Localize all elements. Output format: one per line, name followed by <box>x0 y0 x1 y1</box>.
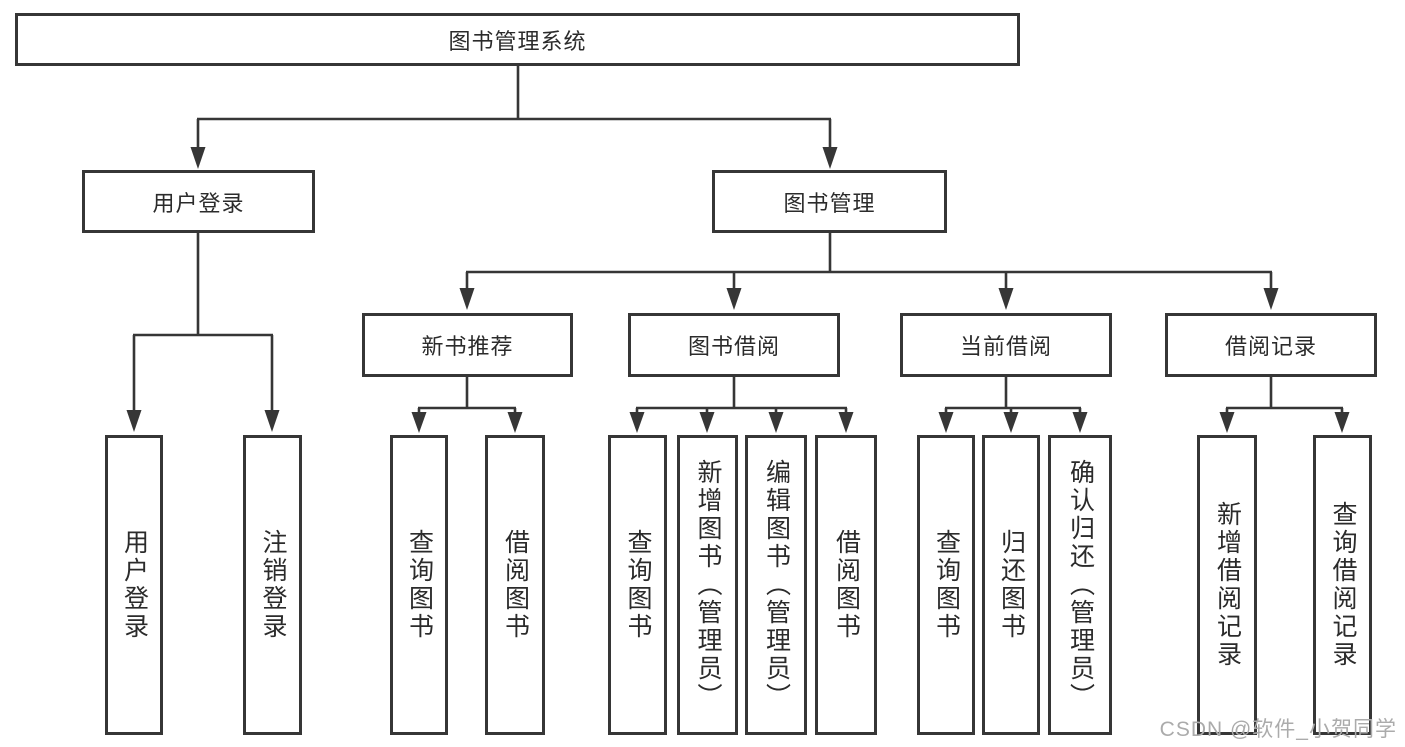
leaf-add-borrow-record: 新增借阅记录 <box>1197 435 1257 735</box>
node-label: 图书管理 <box>783 190 876 216</box>
node-current-borrow: 当前借阅 <box>900 313 1112 377</box>
leaf-label: 查询图书 <box>932 529 961 641</box>
node-user-login-branch: 用户登录 <box>82 170 315 233</box>
leaf-query-borrow-record: 查询借阅记录 <box>1313 435 1372 735</box>
leaf-label: 查询图书 <box>405 529 434 641</box>
leaf-borrow-books: 借阅图书 <box>815 435 877 735</box>
leaf-label: 新增图书（管理员） <box>694 459 722 711</box>
node-label: 图书管理系统 <box>448 28 587 54</box>
node-label: 借阅记录 <box>1224 334 1317 359</box>
node-book-borrow: 图书借阅 <box>628 313 840 377</box>
leaf-query-books-recommend: 查询图书 <box>390 435 448 735</box>
leaf-label: 查询借阅记录 <box>1329 501 1357 669</box>
leaf-edit-book-admin: 编辑图书（管理员） <box>745 435 807 735</box>
node-label: 图书借阅 <box>687 334 780 359</box>
watermark-text: CSDN @软件_小贺同学 <box>1159 718 1397 741</box>
leaf-label: 归还图书 <box>997 529 1026 641</box>
leaf-return-book: 归还图书 <box>982 435 1040 735</box>
node-label: 当前借阅 <box>959 334 1052 359</box>
leaf-label: 用户登录 <box>120 529 149 641</box>
leaf-query-books-borrow: 查询图书 <box>608 435 667 735</box>
leaf-borrow-books-recommend: 借阅图书 <box>485 435 545 735</box>
node-label: 新书推荐 <box>421 334 514 359</box>
node-book-management-branch: 图书管理 <box>712 170 947 233</box>
leaf-query-books-current: 查询图书 <box>917 435 975 735</box>
node-label: 用户登录 <box>152 190 245 216</box>
leaf-logout: 注销登录 <box>243 435 302 735</box>
leaf-label: 借阅图书 <box>832 529 861 641</box>
leaf-user-login: 用户登录 <box>105 435 163 735</box>
leaf-label: 借阅图书 <box>501 529 530 641</box>
node-library-system-root: 图书管理系统 <box>15 13 1020 66</box>
leaf-label: 编辑图书（管理员） <box>762 459 791 711</box>
node-new-book-recommend: 新书推荐 <box>362 313 573 377</box>
leaf-label: 新增借阅记录 <box>1213 501 1242 669</box>
leaf-confirm-return-admin: 确认归还（管理员） <box>1048 435 1112 735</box>
leaf-add-book-admin: 新增图书（管理员） <box>677 435 738 735</box>
leaf-label: 确认归还（管理员） <box>1066 459 1095 711</box>
leaf-label: 查询图书 <box>624 529 652 641</box>
node-borrow-records: 借阅记录 <box>1165 313 1377 377</box>
leaf-label: 注销登录 <box>259 529 287 641</box>
